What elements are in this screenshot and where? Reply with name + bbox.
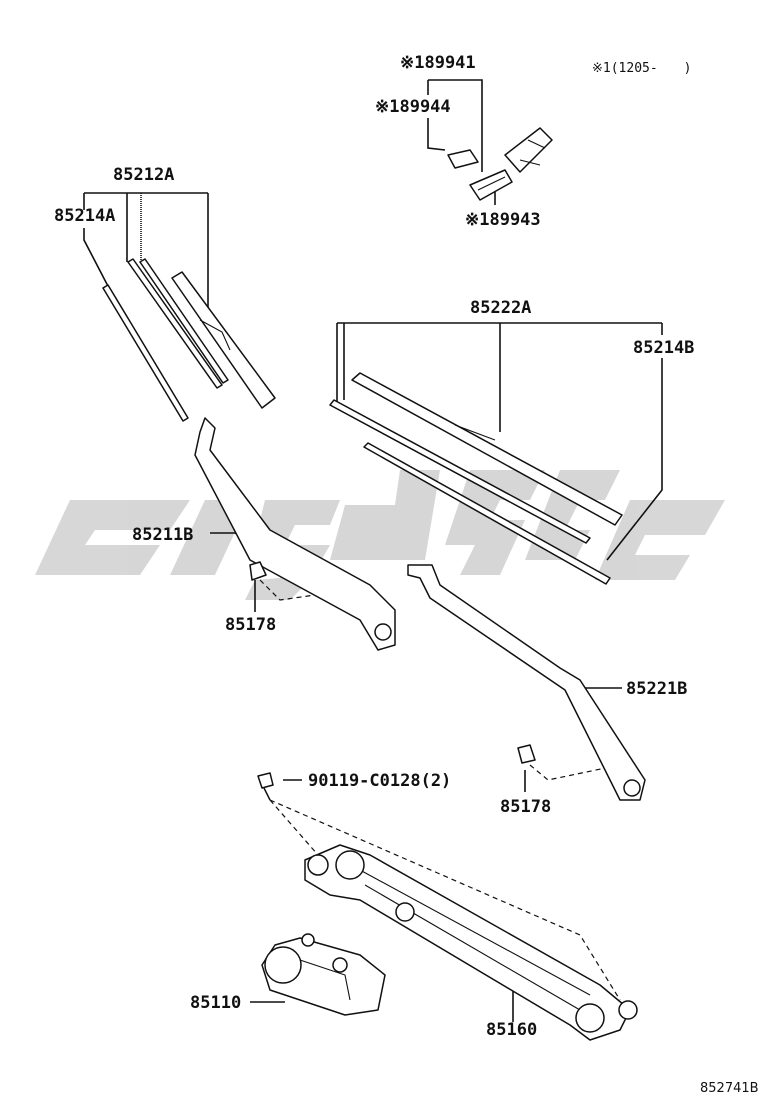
label-85212A: 85212A bbox=[113, 165, 174, 185]
label-85222A: 85222A bbox=[470, 298, 531, 318]
label-85160: 85160 bbox=[486, 1020, 537, 1040]
wiper-link-assembly bbox=[304, 844, 638, 1041]
reference-code: 852741B bbox=[700, 1081, 759, 1096]
label-89943: ※189943 bbox=[465, 210, 541, 230]
label-85178-left: 85178 bbox=[225, 615, 276, 635]
label-85214A: 85214A bbox=[54, 206, 115, 226]
watermark-logo bbox=[35, 470, 725, 600]
right-wiper-blade bbox=[329, 372, 623, 585]
bolt-90119 bbox=[257, 772, 274, 801]
label-85110: 85110 bbox=[190, 993, 241, 1013]
left-wiper-blade bbox=[102, 258, 276, 422]
label-89941: ※189941 bbox=[400, 53, 476, 73]
label-note: ※1(1205- ) bbox=[592, 61, 692, 76]
wiper-motor bbox=[261, 933, 386, 1016]
wiper-insert-parts bbox=[447, 127, 553, 201]
right-wiper-arm bbox=[407, 564, 646, 801]
label-85178-right: 85178 bbox=[500, 797, 551, 817]
label-85214B: 85214B bbox=[633, 338, 694, 358]
left-wiper-arm bbox=[194, 417, 396, 651]
label-85211B: 85211B bbox=[132, 525, 193, 545]
label-85221B: 85221B bbox=[626, 679, 687, 699]
label-90119-C0128: 90119-C0128(2) bbox=[308, 771, 451, 791]
label-89944: ※189944 bbox=[375, 97, 451, 117]
